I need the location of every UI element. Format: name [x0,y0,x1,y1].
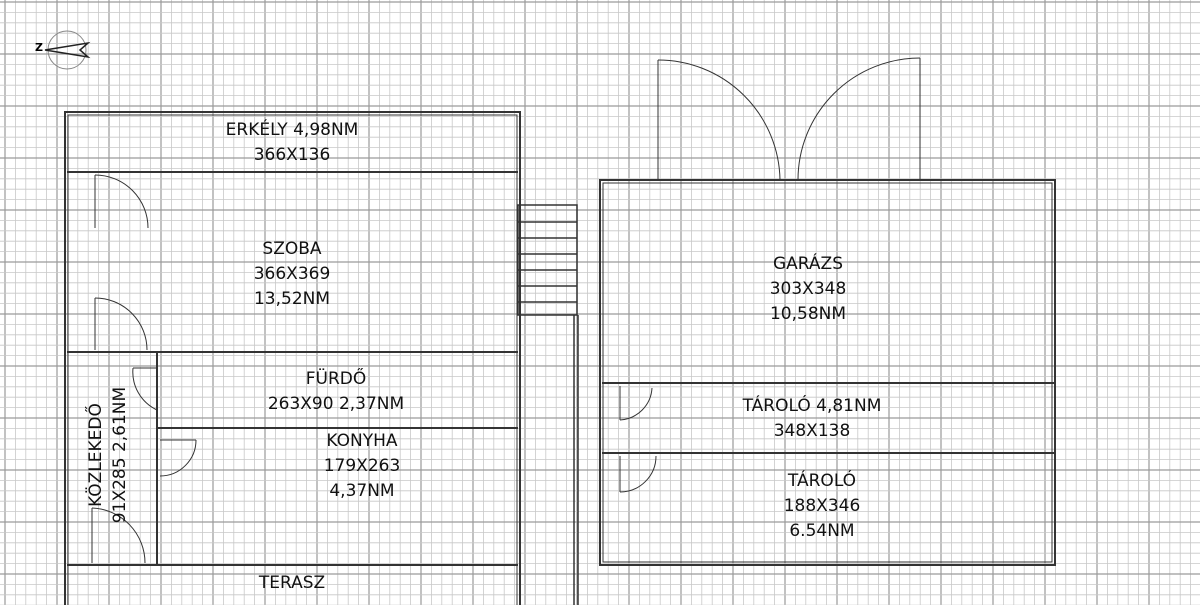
room-dimensions: 366X369 [253,264,331,284]
room-dimensions: 366X136 [253,145,331,165]
room-label-kozlekedo: KÖZLEKEDŐ 91X285 2,61NM [84,387,132,523]
room-dimensions: 303X348 [769,279,847,299]
room-name: KÖZLEKEDŐ [86,403,106,507]
stairs [517,204,579,605]
room-label-konyha: KONYHA 179X263 4,37NM [324,429,401,504]
left-building-walls [64,111,521,605]
room-area: 13,52NM [253,289,331,309]
room-dimensions: 348X138 [773,421,851,441]
room-name: TERASZ [258,573,326,593]
room-label-terasz: TERASZ [259,571,325,596]
right-building-walls [599,179,1056,566]
room-dimensions: 179X263 [323,456,401,476]
compass-icon [44,30,91,70]
room-name: FÜRDŐ [305,369,367,389]
room-dimensions: 188X346 [783,496,861,516]
room-label-tarolo-1: TÁROLÓ 4,81NM 348X138 [743,394,882,444]
garage-doors [657,57,921,181]
room-label-erkely: ERKÉLY 4,98NM 366X136 [226,118,359,168]
room-area: 6.54NM [789,521,855,541]
room-name: KONYHA [326,431,398,451]
room-dimensions: 91X285 2,61NM [110,386,130,524]
room-dimensions: 263X90 2,37NM [267,394,405,414]
room-label-garazs: GARÁZS 303X348 10,58NM [770,252,847,327]
room-name: ERKÉLY 4,98NM [225,120,359,140]
compass-letter: Z [35,41,43,54]
room-area: 10,58NM [769,304,847,324]
room-name: SZOBA [262,239,322,259]
room-name: TÁROLÓ 4,81NM [742,396,882,416]
room-label-szoba: SZOBA 366X369 13,52NM [254,237,331,312]
room-name: TÁROLÓ [787,471,857,491]
room-area: 4,37NM [329,481,395,501]
room-name: GARÁZS [772,254,843,274]
door-swings [91,174,657,564]
room-label-tarolo-2: TÁROLÓ 188X346 6.54NM [784,469,861,544]
room-label-furdo: FÜRDŐ 263X90 2,37NM [268,367,404,417]
